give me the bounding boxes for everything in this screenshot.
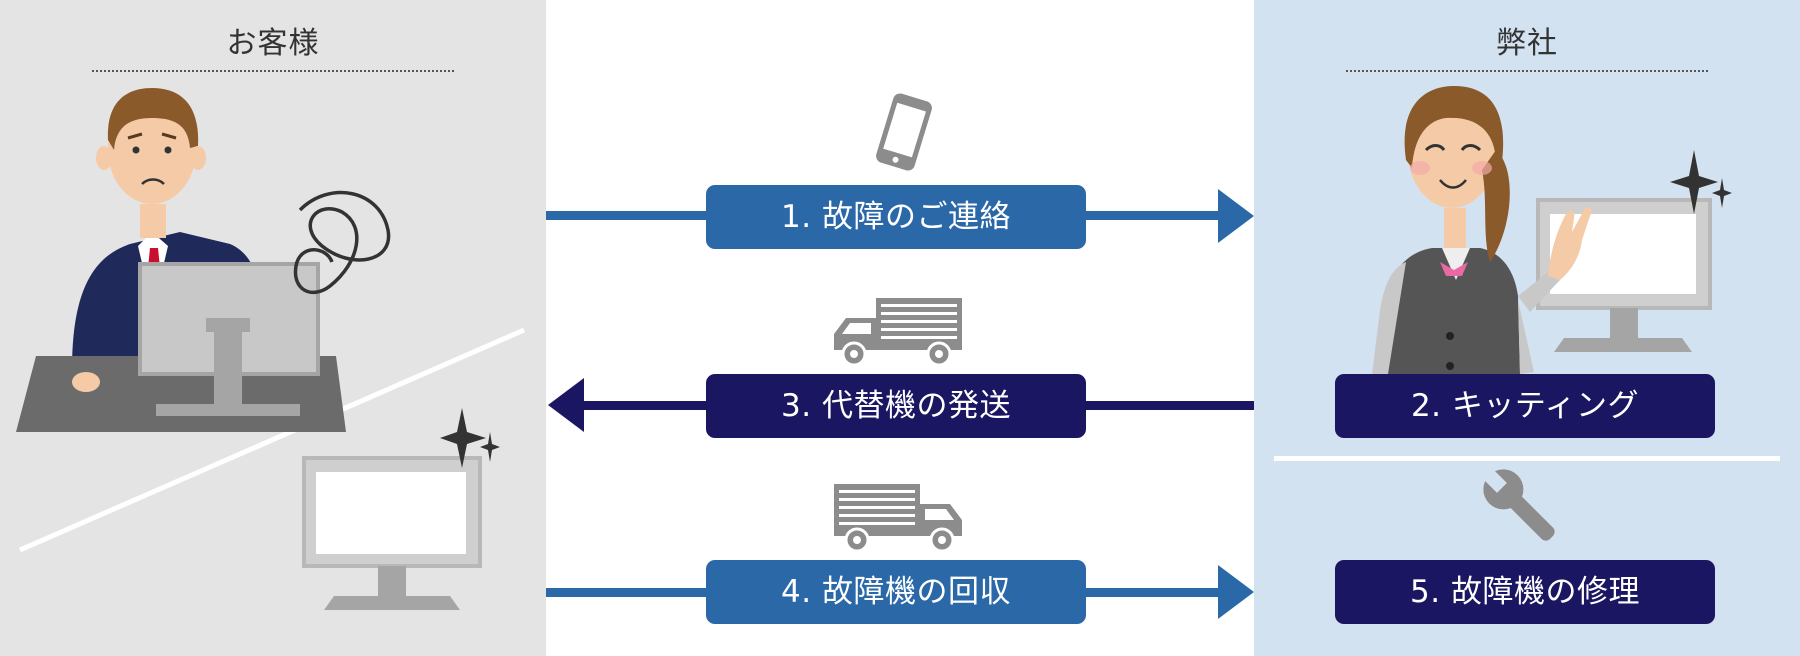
- replacement-monitor-illustration: [302, 456, 482, 610]
- company-panel-title: 弊社: [1496, 26, 1558, 61]
- customer-title-divider: [92, 70, 454, 72]
- truck-icon: [834, 298, 962, 367]
- step-1-report-failure: 1. 故障のご連絡: [706, 185, 1086, 249]
- step-2-kitting: 2. キッティング: [1335, 374, 1715, 438]
- company-title-divider: [1346, 70, 1708, 72]
- step-4-collect-failed-unit: 4. 故障機の回収: [706, 560, 1086, 624]
- company-staff-illustration: [1372, 86, 1712, 374]
- worried-customer-illustration: [16, 88, 391, 432]
- company-divider: [1274, 456, 1780, 461]
- smartphone-icon: [876, 93, 932, 171]
- customer-panel-title: お客様: [226, 26, 320, 61]
- sparkle-icon: [440, 408, 500, 468]
- truck-icon: [834, 484, 962, 553]
- step-5-repair-failed-unit: 5. 故障機の修理: [1335, 560, 1715, 624]
- wrench-icon: [1481, 467, 1555, 541]
- company-panel: 弊社: [1254, 0, 1800, 656]
- step-3-ship-replacement: 3. 代替機の発送: [706, 374, 1086, 438]
- customer-divider: [18, 327, 526, 553]
- sparkle-icon: [1670, 150, 1732, 214]
